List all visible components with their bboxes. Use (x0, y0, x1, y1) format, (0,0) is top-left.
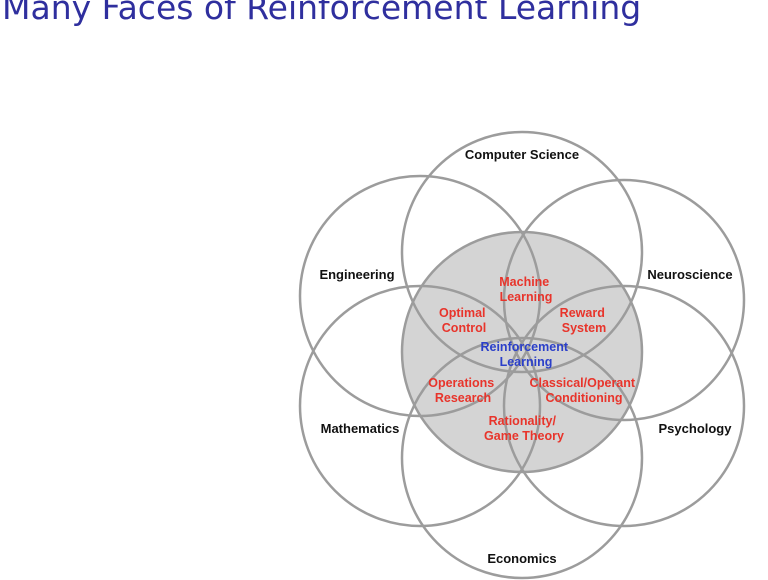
circle-computer-science (400, 130, 644, 374)
label-psychology: Psychology (659, 421, 733, 436)
label-classical-conditioning: Classical/Operant Conditioning (529, 376, 638, 405)
label-neuroscience: Neuroscience (647, 267, 732, 282)
label-reinforcement-learning: Reinforcement Learning (480, 340, 571, 369)
label-reward-system: Reward System (560, 306, 609, 335)
label-mathematics: Mathematics (321, 421, 400, 436)
circle-mathematics (298, 284, 542, 528)
slide-title: Many Faces of Reinforcement Learning (2, 0, 642, 27)
label-computer-science: Computer Science (465, 147, 579, 162)
circle-economics (400, 336, 644, 580)
label-machine-learning: Machine Learning (499, 275, 553, 304)
label-economics: Economics (487, 551, 556, 566)
label-optimal-control: Optimal Control (439, 306, 489, 335)
circle-psychology (502, 284, 746, 528)
label-operations-research: Operations Research (428, 376, 497, 405)
circle-neuroscience (502, 178, 746, 422)
label-rationality-game-theory: Rationality/ Game Theory (484, 414, 564, 443)
circle-engineering (298, 174, 542, 418)
label-engineering: Engineering (319, 267, 394, 282)
